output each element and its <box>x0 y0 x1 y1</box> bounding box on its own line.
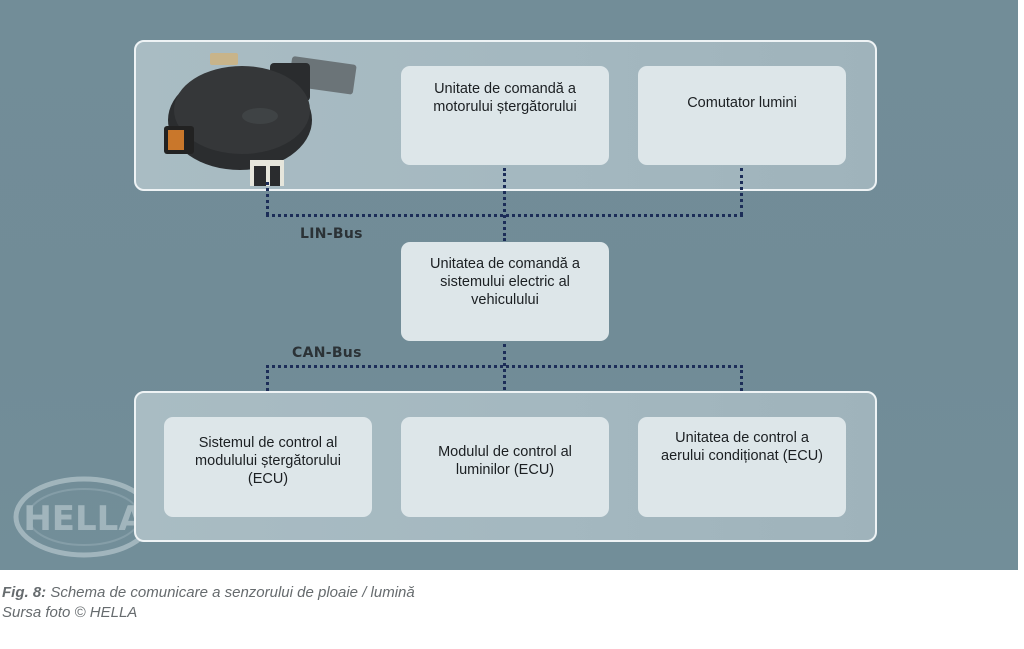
lin-bus-drop-wiper-motor <box>503 168 506 241</box>
lin-bus-trunk <box>266 214 743 217</box>
can-bus-drop-wiper-module <box>266 365 269 415</box>
communication-diagram: HELLA Unitate de comandă a motorului ște… <box>0 0 1018 570</box>
node-wiper-module-ecu: Sistemul de control al modulului ștergăt… <box>164 417 372 517</box>
node-lights-module-ecu: Modulul de control al luminilor (ECU) <box>401 417 609 517</box>
hella-logo-icon: HELLA <box>13 476 155 558</box>
node-ac-control-ecu: Unitatea de control a aerului condiționa… <box>638 417 846 517</box>
figure-title: Schema de comunicare a senzorului de plo… <box>46 584 415 601</box>
can-bus-drop-ac <box>740 365 743 415</box>
can-bus-label: CAN-Bus <box>292 345 362 361</box>
node-vehicle-electrical-control-unit: Unitatea de comandă a sistemului electri… <box>401 242 609 341</box>
lin-bus-drop-light-switch <box>740 168 743 215</box>
node-wiper-motor-unit: Unitate de comandă a motorului ștergător… <box>401 66 609 165</box>
lin-bus-label: LIN-Bus <box>300 226 363 242</box>
figure-caption: Fig. 8: Schema de comunicare a senzorulu… <box>2 583 415 623</box>
lin-bus-drop-sensor <box>266 182 269 215</box>
can-bus-drop-central <box>503 344 506 415</box>
hella-logo-text: HELLA <box>23 499 145 539</box>
photo-source: Sursa foto © HELLA <box>2 604 138 621</box>
can-bus-trunk <box>266 365 743 368</box>
figure-number: Fig. 8: <box>2 584 47 601</box>
rain-light-sensor-image <box>164 53 357 186</box>
node-light-switch: Comutator lumini <box>638 66 846 165</box>
